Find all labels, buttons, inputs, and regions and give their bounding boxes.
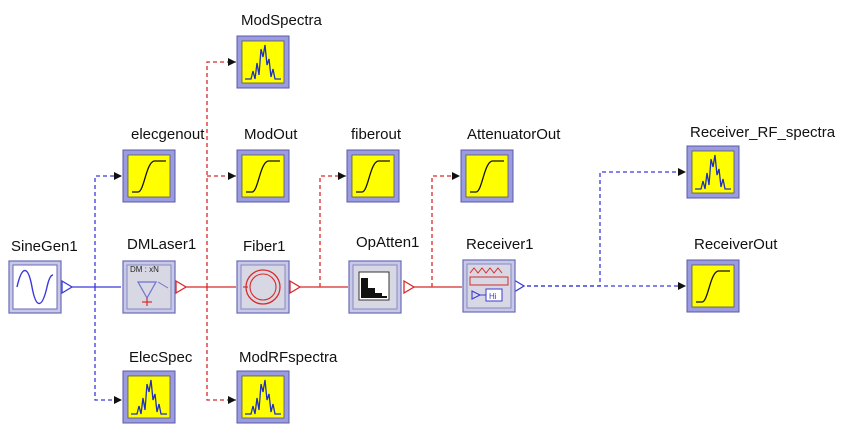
block-fiberout[interactable] [346, 149, 400, 203]
fiber-coil-icon [236, 260, 290, 314]
block-label-receiver: Receiver1 [466, 236, 534, 253]
port-dmlaser-out[interactable] [175, 279, 188, 295]
wire-receiver-rfspectra[interactable] [520, 171, 686, 287]
block-label-elecgenout: elecgenout [131, 126, 205, 143]
block-modout[interactable] [236, 149, 290, 203]
arrow-modspectra [228, 58, 236, 66]
block-label-fiberout: fiberout [351, 126, 402, 143]
waveform-icon [460, 149, 514, 203]
electrical-wires [68, 171, 686, 401]
block-sinegen[interactable] [8, 260, 62, 314]
block-receiver-rf-spectra[interactable] [686, 145, 740, 199]
receiver-icon: Hi [462, 259, 516, 313]
laser-icon: DM : xN [122, 260, 176, 314]
output-ports [61, 278, 526, 295]
block-opatten[interactable] [348, 260, 402, 314]
block-label-modspectra: ModSpectra [241, 12, 322, 29]
block-label-attenuatorout: AttenuatorOut [467, 126, 561, 143]
port-sinegen-out[interactable] [61, 279, 74, 295]
block-label-opatten: OpAtten1 [356, 234, 420, 251]
waveform-icon [346, 149, 400, 203]
attenuator-icon [348, 260, 402, 314]
sine-wave-icon [8, 260, 62, 314]
block-attenuatorout[interactable] [460, 149, 514, 203]
arrowheads [114, 58, 686, 404]
wire-opatten-attenuatorout[interactable] [431, 175, 460, 287]
wire-fiber-fiberout[interactable] [319, 175, 346, 287]
waveform-icon [122, 149, 176, 203]
block-label-receiver-rf-spectra: Receiver_RF_spectra [690, 124, 836, 141]
svg-text:Hi: Hi [489, 292, 497, 301]
block-modspectra[interactable] [236, 35, 290, 89]
block-label-modout: ModOut [244, 126, 298, 143]
arrow-elecspec [114, 396, 122, 404]
block-label-elecspec: ElecSpec [129, 349, 193, 366]
spectrum-icon [236, 370, 290, 424]
block-elecspec[interactable] [122, 370, 176, 424]
block-label-dmlaser: DMLaser1 [127, 236, 197, 253]
block-receiver[interactable]: Hi [462, 259, 516, 313]
arrow-attenuatorout [452, 172, 460, 180]
arrow-modrfspectra [228, 396, 236, 404]
dmlaser-inner-text: DM : xN [130, 265, 159, 274]
arrow-modout [228, 172, 236, 180]
arrow-elecgenout [114, 172, 122, 180]
block-modrfspectra[interactable] [236, 370, 290, 424]
block-label-receiverout: ReceiverOut [694, 236, 778, 253]
port-fiber-out[interactable] [289, 279, 302, 295]
block-receiverout[interactable] [686, 259, 740, 313]
arrow-rfspectra [678, 168, 686, 176]
arrow-receiverout [678, 282, 686, 290]
waveform-icon [236, 149, 290, 203]
wire-dmlaser-modrfspectra[interactable] [206, 287, 236, 401]
spectrum-icon [686, 145, 740, 199]
port-opatten-out[interactable] [403, 279, 416, 295]
waveform-icon [686, 259, 740, 313]
wire-sinegen-elecgenout[interactable] [94, 175, 122, 287]
block-dmlaser[interactable]: DM : xN [122, 260, 176, 314]
block-label-modrfspectra: ModRFspectra [239, 349, 338, 366]
spectrum-icon [122, 370, 176, 424]
wire-dmlaser-modspectra[interactable] [206, 61, 236, 287]
wire-sinegen-elecspec[interactable] [94, 287, 122, 401]
block-label-fiber: Fiber1 [243, 238, 286, 255]
block-label-sinegen: SineGen1 [11, 238, 78, 255]
arrow-fiberout [338, 172, 346, 180]
block-fiber[interactable] [236, 260, 290, 314]
block-elecgenout[interactable] [122, 149, 176, 203]
spectrum-icon [236, 35, 290, 89]
